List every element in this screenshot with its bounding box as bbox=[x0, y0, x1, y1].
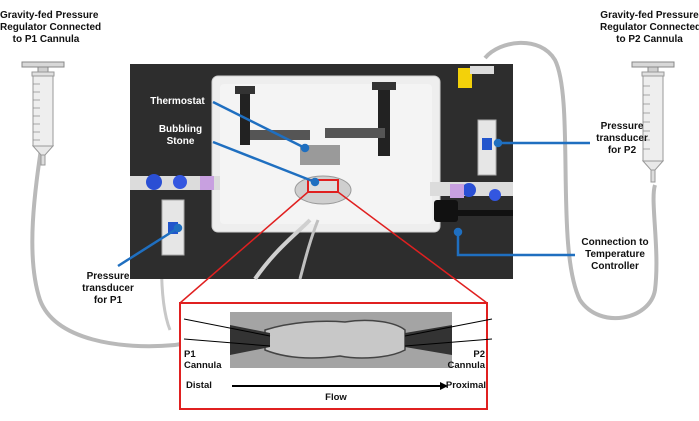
flow-label: Flow bbox=[325, 392, 347, 403]
p1-cannula-label: P1 Cannula bbox=[184, 349, 222, 371]
temp-connection-label: Connection to Temperature Controller bbox=[581, 237, 649, 272]
chamber-photo bbox=[130, 64, 513, 281]
p2-transducer-label: Pressure transducer for P2 bbox=[596, 121, 648, 156]
callout-lines bbox=[117, 100, 590, 268]
vessel-inset bbox=[179, 302, 493, 410]
p2-syringe bbox=[631, 61, 675, 183]
p2-tubing bbox=[483, 40, 659, 320]
p1-transducer-label: Pressure transducer for P1 bbox=[82, 271, 134, 306]
p1-regulator-label: Gravity-fed Pressure Regulator Connected… bbox=[0, 10, 102, 45]
p2-regulator-label: Gravity-fed Pressure Regulator Connected… bbox=[600, 10, 699, 45]
proximal-label: Proximal bbox=[445, 380, 486, 391]
bubbling-stone-label: Bubbling Stone bbox=[158, 124, 203, 147]
thermostat-label: Thermostat bbox=[150, 96, 205, 107]
zoom-lines bbox=[179, 191, 488, 304]
p1-syringe bbox=[21, 61, 65, 166]
distal-label: Distal bbox=[186, 380, 212, 391]
p2-cannula-label: P2 Cannula bbox=[447, 349, 485, 371]
